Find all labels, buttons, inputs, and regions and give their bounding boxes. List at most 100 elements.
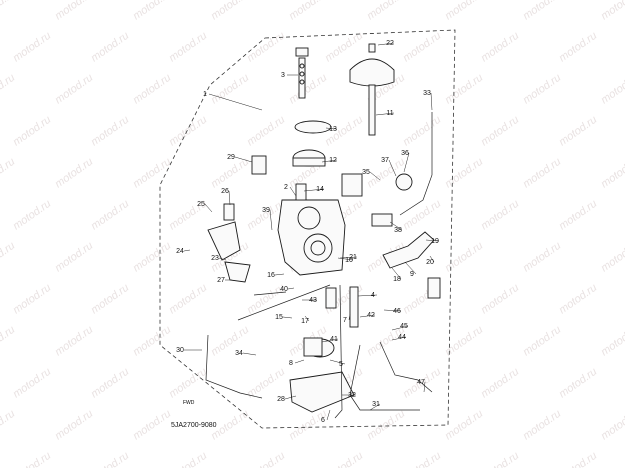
part-number-43: 43 [309,297,317,304]
watermark-text: motod.ru [401,30,443,65]
watermark-text: motod.ru [11,450,53,468]
leader-line-14 [303,188,325,192]
watermark-text: motod.ru [557,30,599,65]
watermark-text: motod.ru [557,198,599,233]
watermark-text: motod.ru [479,366,521,401]
watermark-text: motod.ru [131,72,173,107]
cables [205,112,433,419]
watermark-text: motod.ru [401,450,443,468]
watermark-text: motod.ru [53,0,95,22]
leader-line-24 [183,249,191,252]
watermark-text: motod.ru [287,408,329,443]
watermark-text: motod.ru [0,408,17,443]
leader-line-13 [325,127,338,130]
watermark-text: motod.ru [521,324,563,359]
leader-line-12 [321,159,338,163]
watermark-text: motod.ru [479,198,521,233]
watermark-text: motod.ru [11,30,53,65]
watermark-text: motod.ru [443,0,485,22]
watermark-text: motod.ru [89,450,131,468]
watermark-text: motod.ru [443,72,485,107]
leader-line-19 [425,239,440,242]
part-number-44: 44 [398,334,406,341]
watermark-text: motod.ru [0,156,17,191]
fwd-arrow-label: FWD [183,400,195,406]
watermark-text: motod.ru [0,72,17,107]
watermark-text: motod.ru [443,156,485,191]
watermark-text: motod.ru [167,282,209,317]
part-number-33: 33 [423,90,431,97]
part-number-4: 4 [371,292,375,299]
watermark-text: motod.ru [521,240,563,275]
leader-line-17 [304,315,310,322]
part-number-23: 23 [211,255,219,262]
watermark-text: motod.ru [245,30,287,65]
leader-line-45 [391,325,409,331]
part-number-9: 9 [410,271,414,278]
watermark-text: motod.ru [557,282,599,317]
leader-line-36 [403,152,410,173]
watermark-text: motod.ru [599,324,625,359]
watermark-text: motod.ru [245,114,287,149]
watermark-text: motod.ru [479,30,521,65]
leader-line-33 [430,92,433,111]
watermark-text: motod.ru [401,198,443,233]
slide-assembly [292,47,332,167]
part-number-25: 25 [197,201,205,208]
watermark-text: motod.ru [557,450,599,468]
leader-line-46 [383,309,402,312]
leader-line-44 [391,336,407,341]
part-number-45: 45 [400,323,408,330]
leader-line-16 [274,273,285,276]
part-number-2: 2 [284,184,288,191]
part-number-7: 7 [343,317,347,324]
leader-line-7 [348,313,351,321]
part-number-41: 41 [330,336,338,343]
leader-line-11 [375,112,395,116]
leader-line-29 [234,156,253,163]
watermark-text: motod.ru [131,0,173,22]
assembly-boundary [159,29,456,429]
part-number-40: 40 [280,286,288,293]
part-number-32: 32 [348,392,356,399]
part-number-16: 16 [267,272,275,279]
leader-line-10 [337,257,354,261]
watermark-text: motod.ru [521,408,563,443]
watermark-text: motod.ru [89,198,131,233]
watermark-text: motod.ru [89,30,131,65]
part-number-15: 15 [275,314,283,321]
throttle-linkage [207,155,267,283]
watermark-text: motod.ru [0,324,17,359]
part-number-39: 39 [262,207,270,214]
watermark-text: motod.ru [323,450,365,468]
watermark-text: motod.ru [131,324,173,359]
part-number-14: 14 [316,186,324,193]
choke-lever [371,173,441,299]
watermark-text: motod.ru [287,72,329,107]
watermark-text: motod.ru [443,240,485,275]
part-number-6: 6 [321,417,325,424]
watermark-text: motod.ru [89,366,131,401]
watermark-text: motod.ru [209,72,251,107]
leader-line-26 [228,190,231,206]
leader-line-38 [389,221,403,231]
leader-line-4 [357,294,378,297]
watermark-text: motod.ru [443,408,485,443]
watermark-text: motod.ru [479,450,521,468]
part-number-17: 17 [301,318,309,325]
part-number-22: 22 [386,40,394,47]
leader-line-2 [289,186,297,197]
watermark-text: motod.ru [167,366,209,401]
watermark-text: motod.ru [599,240,625,275]
watermark-text: motod.ru [209,0,251,22]
part-number-19: 19 [431,238,439,245]
leader-line-18 [391,267,402,280]
part-number-35: 35 [362,169,370,176]
watermark-text: motod.ru [521,156,563,191]
leader-line-34 [242,352,257,356]
watermark-text: motod.ru [599,156,625,191]
part-number-20: 20 [426,259,434,266]
leader-line-28 [284,395,297,400]
